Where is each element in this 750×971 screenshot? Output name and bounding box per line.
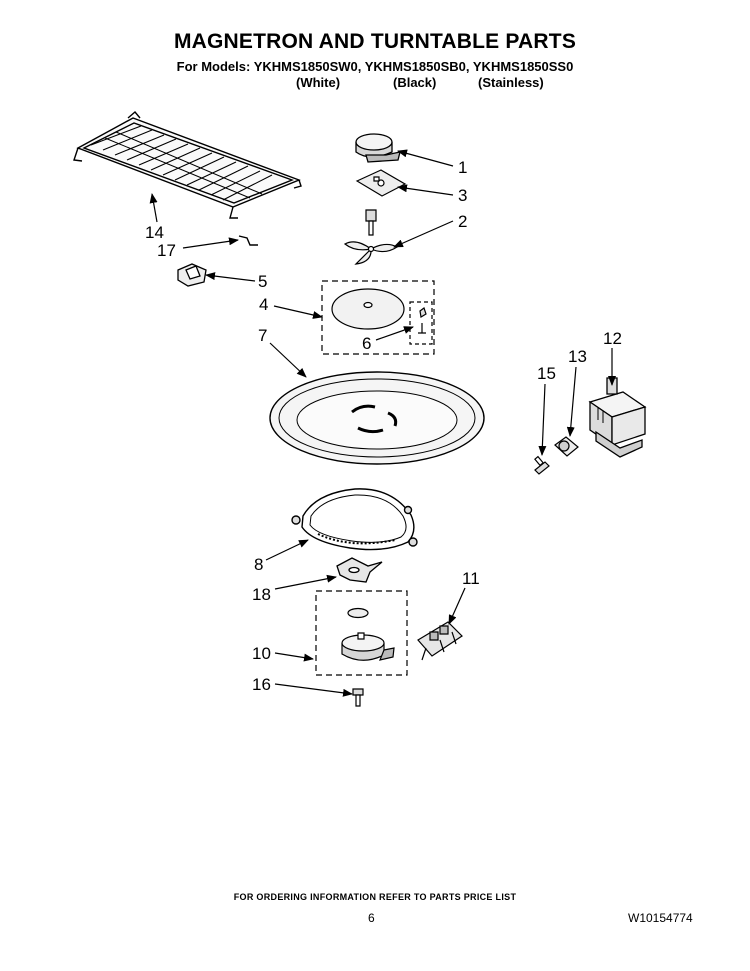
coupler-part [337, 558, 382, 582]
callout-8: 8 [254, 555, 263, 574]
callout-labels: 1 3 2 14 17 5 4 6 7 12 13 15 8 18 11 10 … [145, 158, 622, 694]
callout-12: 12 [603, 329, 622, 348]
ordering-note: FOR ORDERING INFORMATION REFER TO PARTS … [233, 892, 517, 902]
switch-assembly-part [418, 622, 462, 660]
callout-14: 14 [145, 223, 164, 242]
turntable-tray-part [270, 372, 484, 464]
magnetron-part [590, 378, 645, 457]
callout-10: 10 [252, 644, 271, 663]
thermal-cutout-part [555, 437, 578, 456]
stirrer-motor-part [356, 134, 400, 162]
screw-part [353, 689, 363, 706]
stirrer-fan-part [345, 242, 397, 264]
variant-stainless: (Stainless) [478, 75, 544, 90]
variant-black: (Black) [393, 75, 437, 90]
callout-13: 13 [568, 347, 587, 366]
callout-17: 17 [157, 241, 176, 260]
document-number: W10154774 [628, 911, 693, 925]
callout-4: 4 [259, 295, 268, 314]
variant-white: (White) [296, 75, 341, 90]
callout-2: 2 [458, 212, 467, 231]
callout-5: 5 [258, 272, 267, 291]
callout-1: 1 [458, 158, 467, 177]
callout-15: 15 [537, 364, 556, 383]
callout-6: 6 [362, 334, 371, 353]
stirrer-cover-group [322, 281, 434, 354]
callout-18: 18 [252, 585, 271, 604]
leader-lines [149, 149, 616, 697]
callout-16: 16 [252, 675, 271, 694]
rack-clip-part [239, 236, 258, 245]
roller-ring-part [292, 489, 417, 550]
callout-11: 11 [462, 569, 480, 588]
oven-rack-part [74, 112, 301, 218]
model-list: For Models: YKHMS1850SW0, YKHMS1850SB0, … [176, 59, 574, 74]
turntable-motor-group [316, 591, 407, 675]
stirrer-shaft-part [366, 210, 376, 235]
page-title: MAGNETRON AND TURNTABLE PARTS [173, 30, 577, 53]
page-number: 6 [368, 911, 375, 925]
bracket-part [178, 264, 206, 286]
mounting-plate-part [357, 170, 405, 196]
magnetron-screw-part [535, 457, 549, 474]
callout-3: 3 [458, 186, 467, 205]
callout-7: 7 [258, 326, 267, 345]
